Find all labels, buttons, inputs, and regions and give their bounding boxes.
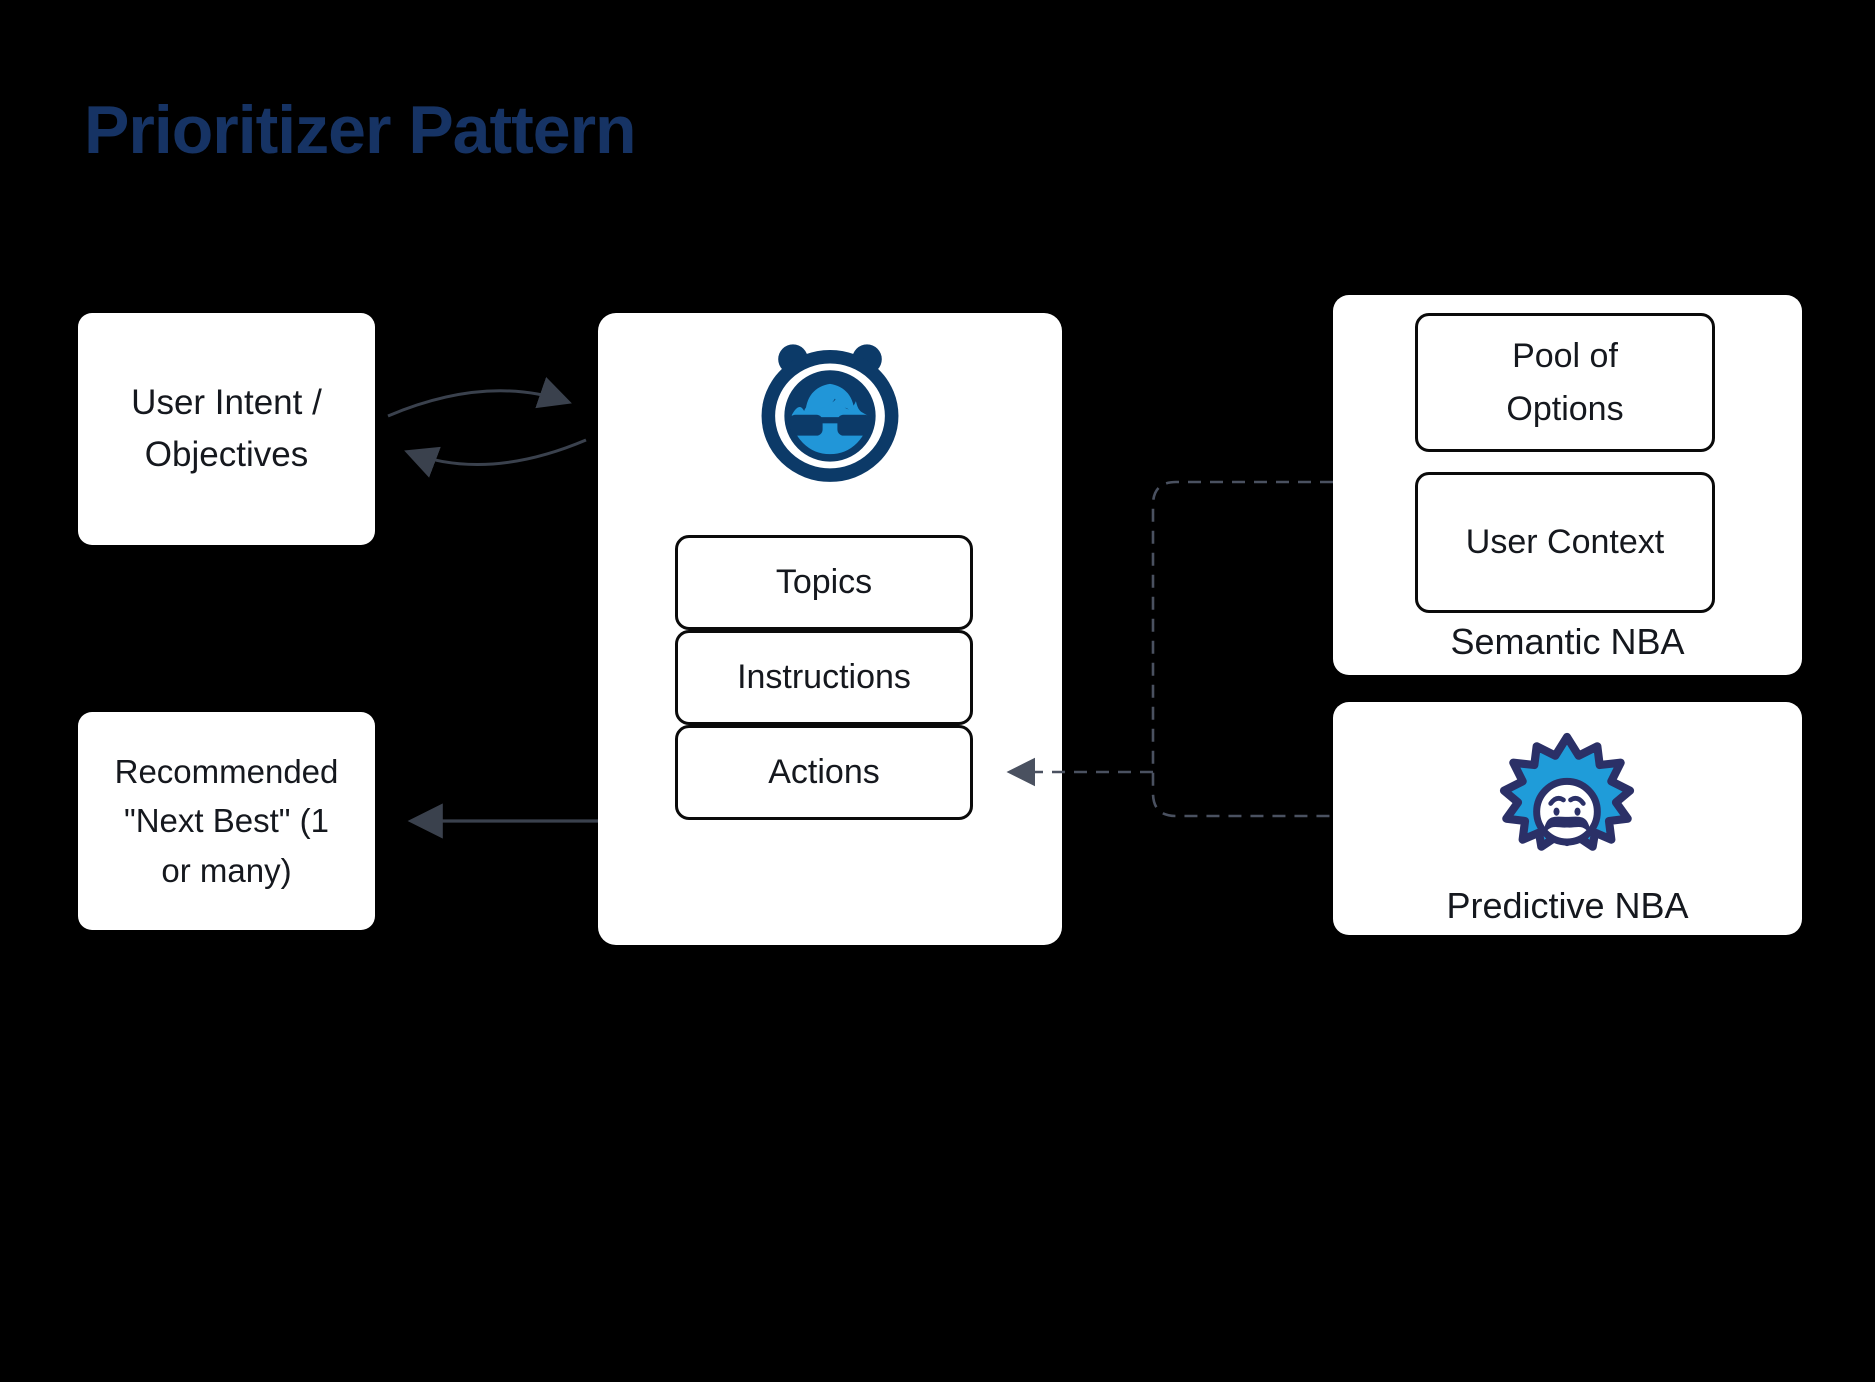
agent-box: Topics Instructions Actions (598, 313, 1062, 945)
user-context-box: User Context (1415, 472, 1715, 613)
actions-box: Actions (675, 725, 973, 820)
semantic-nba-caption: Semantic NBA (1450, 621, 1685, 662)
agentforce-mascot-icon (761, 344, 899, 482)
pool-of-options-box: Pool of Options (1415, 313, 1715, 452)
predictive-nba-box: Predictive NBA (1333, 702, 1802, 935)
user-intent-line2: Objectives (144, 435, 309, 474)
user-intent-line1: User Intent / (131, 382, 322, 422)
instructions-label: Instructions (737, 658, 911, 696)
instructions-box: Instructions (675, 630, 973, 725)
page-title: Prioritizer Pattern (84, 92, 637, 168)
actions-label: Actions (768, 753, 880, 791)
recommended-line3: or many) (161, 851, 292, 889)
recommended-line2: "Next Best" (1 (124, 802, 329, 840)
user-intent-box: User Intent / Objectives (78, 313, 375, 545)
semantic-nba-box: Pool of Options User Context Semantic NB… (1333, 295, 1802, 675)
pool-of-options-line1: Pool of (1512, 336, 1618, 375)
predictive-nba-caption: Predictive NBA (1446, 885, 1689, 926)
einstein-icon (1499, 732, 1635, 851)
user-context-label: User Context (1465, 523, 1665, 561)
recommended-line1: Recommended (114, 752, 339, 790)
cycle-arrow-top (387, 376, 572, 418)
recommended-next-best-box: Recommended "Next Best" (1 or many) (78, 712, 375, 930)
dashed-connector-spine (1151, 480, 1333, 818)
pool-of-options-line2: Options (1506, 389, 1624, 428)
cycle-arrow-bottom (404, 438, 587, 478)
topics-label: Topics (775, 563, 873, 601)
topics-box: Topics (675, 535, 973, 630)
